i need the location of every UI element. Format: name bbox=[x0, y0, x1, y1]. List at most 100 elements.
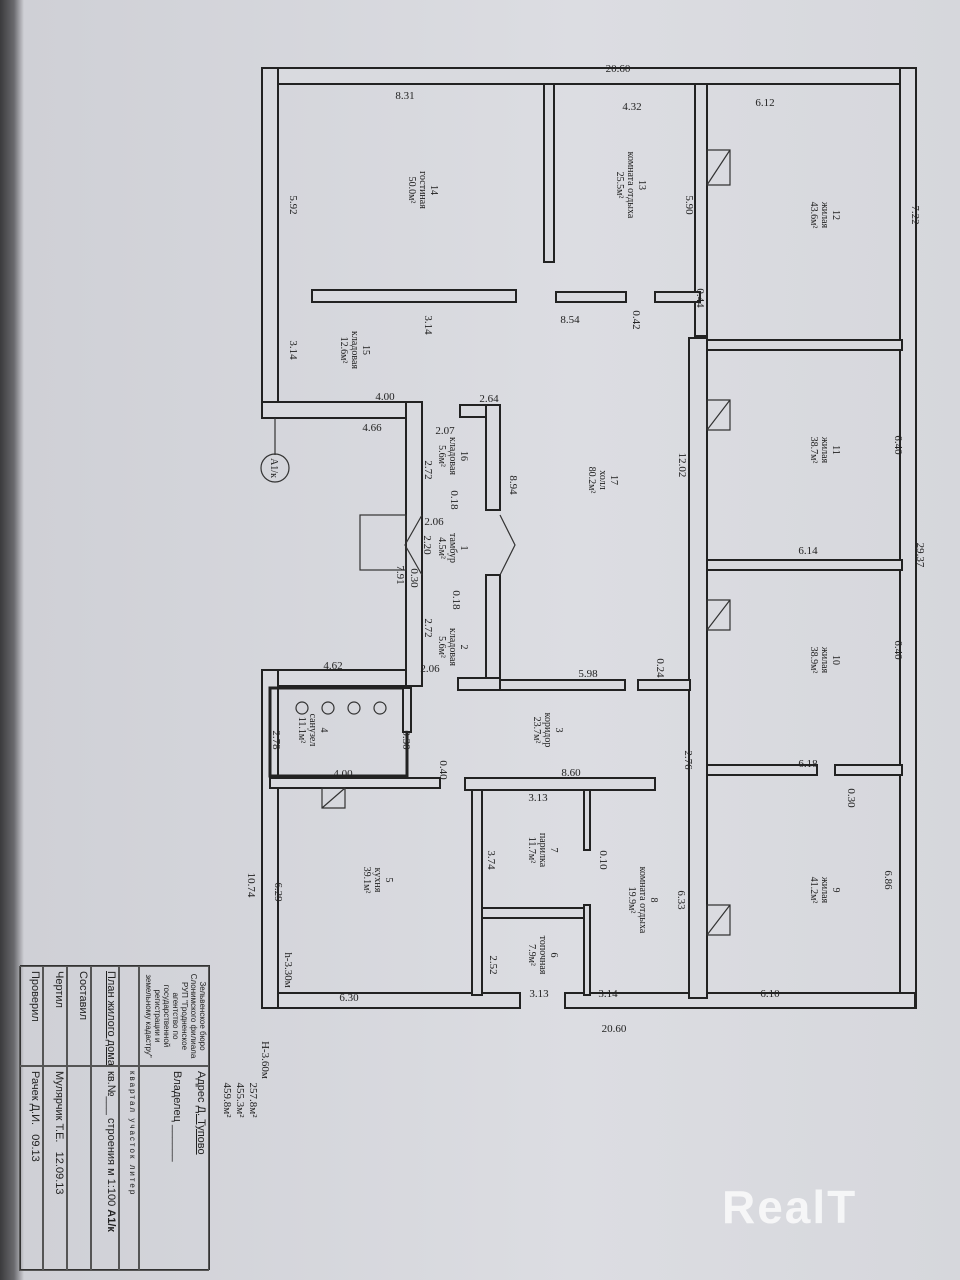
dimension-label: 0.44 bbox=[694, 288, 706, 308]
dimension-label: 2.76 bbox=[682, 750, 694, 770]
plan-title: План жилого дома bbox=[105, 971, 117, 1066]
dimension-label: 7.91 bbox=[394, 565, 406, 584]
room-name: кухня bbox=[372, 868, 383, 893]
room-name: санузел bbox=[307, 714, 318, 747]
dimension-label: 0.18 bbox=[450, 590, 462, 610]
dimension-label: 0.40 bbox=[437, 760, 449, 780]
area-living: 257.8м² bbox=[247, 1082, 259, 1118]
dimension-label: 4.00 bbox=[375, 391, 395, 403]
dimension-label: 6.12 bbox=[755, 97, 774, 109]
room-area: 7.9м² bbox=[526, 944, 537, 966]
kvartal: квартал bbox=[128, 1071, 137, 1115]
dimension-label: 10.74 bbox=[245, 873, 257, 898]
drawn-date: 12.09.13 bbox=[53, 1151, 65, 1195]
room-num: 5 bbox=[383, 878, 394, 883]
room-area: 39.1м² bbox=[361, 867, 372, 894]
organization: Зельвенское бюро Слонимского филиала РУП… bbox=[139, 966, 209, 1066]
room-num: 6 bbox=[548, 953, 559, 958]
height-and-areas: H-3.60м 257.8м² 455.3м² 459.8м² bbox=[221, 1041, 271, 1118]
dimension-label: h-3.30м bbox=[282, 952, 294, 987]
room-num: 7 bbox=[548, 848, 559, 853]
room-num: 9 bbox=[830, 888, 841, 893]
room-num: 10 bbox=[830, 655, 841, 665]
room-name: холл bbox=[597, 470, 608, 489]
title-block: Зельвенское бюро Слонимского филиала РУП… bbox=[19, 965, 210, 1271]
room-area: 11.1м² bbox=[296, 717, 307, 743]
address-label: Адрес bbox=[195, 1071, 207, 1103]
room-num: 1 bbox=[458, 546, 469, 551]
svg-text:А1/к: А1/к bbox=[268, 458, 279, 478]
toilets bbox=[295, 701, 387, 715]
checked-date: 09.13 bbox=[29, 1134, 41, 1162]
room-name: топочная bbox=[537, 936, 548, 975]
room-num: 8 bbox=[648, 898, 659, 903]
dimension-label: 2.72 bbox=[422, 460, 434, 479]
room-name: комната отдыха bbox=[625, 152, 636, 219]
room-num: 12 bbox=[830, 210, 841, 220]
scale: м 1:100 bbox=[105, 1168, 117, 1207]
room-num: 2 bbox=[458, 645, 469, 650]
drawn-label: Чертил bbox=[53, 971, 65, 1008]
room-name: жилая bbox=[819, 876, 830, 904]
dimension-label: 6.30 bbox=[339, 992, 359, 1004]
room-name: гостиная bbox=[417, 171, 428, 209]
dimension-label: 3.13 bbox=[529, 988, 549, 1000]
room-name: кладовая bbox=[447, 437, 458, 475]
dimension-label: 4.62 bbox=[323, 660, 342, 672]
room-num: 17 bbox=[608, 475, 619, 485]
room-area: 38.7м² bbox=[808, 437, 819, 464]
room-num: 4 bbox=[318, 728, 329, 733]
room-name: кладовая bbox=[447, 628, 458, 666]
dimension-label: 8.94 bbox=[507, 475, 519, 495]
room-num: 11 bbox=[830, 445, 841, 455]
dimension-label: 6.40 bbox=[892, 640, 904, 660]
room-area: 23.7м² bbox=[531, 717, 542, 744]
dimension-label: 7.22 bbox=[909, 205, 921, 224]
area-useful: 455.3м² bbox=[234, 1082, 246, 1118]
liter: литер bbox=[128, 1164, 137, 1197]
checked-name: Рачек Д.И. bbox=[29, 1071, 41, 1126]
room-num: 13 bbox=[636, 180, 647, 190]
room-num: 16 bbox=[458, 451, 469, 461]
uchastok: участок bbox=[128, 1118, 137, 1161]
room-area: 4.5м² bbox=[436, 537, 447, 559]
room-labels: 1тамбур4.5м²2кладовая5.6м²3коридор23.7м²… bbox=[296, 152, 841, 975]
room-area: 12.6м² bbox=[338, 337, 349, 364]
dimension-label: 0.10 bbox=[597, 850, 609, 870]
empty-cell bbox=[119, 966, 139, 1066]
drawn-name: Мулярчик Т.Е. bbox=[53, 1071, 65, 1143]
room-name: комната отдыха bbox=[637, 867, 648, 934]
dimension-label: 2.06 bbox=[420, 663, 440, 675]
dimension-label: 6.40 bbox=[892, 435, 904, 455]
room-num: 3 bbox=[553, 728, 564, 733]
room-num: 14 bbox=[428, 185, 439, 195]
stroenie: строения bbox=[105, 1117, 117, 1166]
kv-label: кв.№ bbox=[105, 1071, 117, 1097]
dimension-label: 5.92 bbox=[287, 195, 299, 214]
dimension-label: 6.33 bbox=[675, 890, 687, 910]
room-area: 5.6м² bbox=[436, 636, 447, 658]
dimension-label: 3.14 bbox=[598, 988, 618, 1000]
room-name: жилая bbox=[819, 436, 830, 464]
dimension-label: 2.20 bbox=[421, 535, 433, 555]
room-name: жилая bbox=[819, 646, 830, 674]
dimension-label: 3.13 bbox=[528, 792, 548, 804]
dimension-label: 6.18 bbox=[798, 758, 818, 770]
dimension-label: 2.64 bbox=[479, 393, 499, 405]
dimension-label: 6.86 bbox=[882, 870, 894, 890]
dimension-label: 0.30 bbox=[408, 568, 420, 588]
dimension-label: 5.90 bbox=[683, 195, 695, 215]
room-area: 80.2м² bbox=[586, 467, 597, 494]
room-area: 43.6м² bbox=[808, 202, 819, 229]
dimension-label: 8.60 bbox=[561, 767, 581, 779]
dimension-label: 12.02 bbox=[676, 453, 688, 478]
room-area: 19.9м² bbox=[626, 887, 637, 914]
dimension-label: 4.32 bbox=[622, 101, 641, 113]
room-name: жилая bbox=[819, 201, 830, 229]
dimension-label: 2.78 bbox=[270, 730, 282, 750]
room-area: 5.6м² bbox=[436, 445, 447, 467]
dimension-label: 0.18 bbox=[448, 490, 460, 510]
